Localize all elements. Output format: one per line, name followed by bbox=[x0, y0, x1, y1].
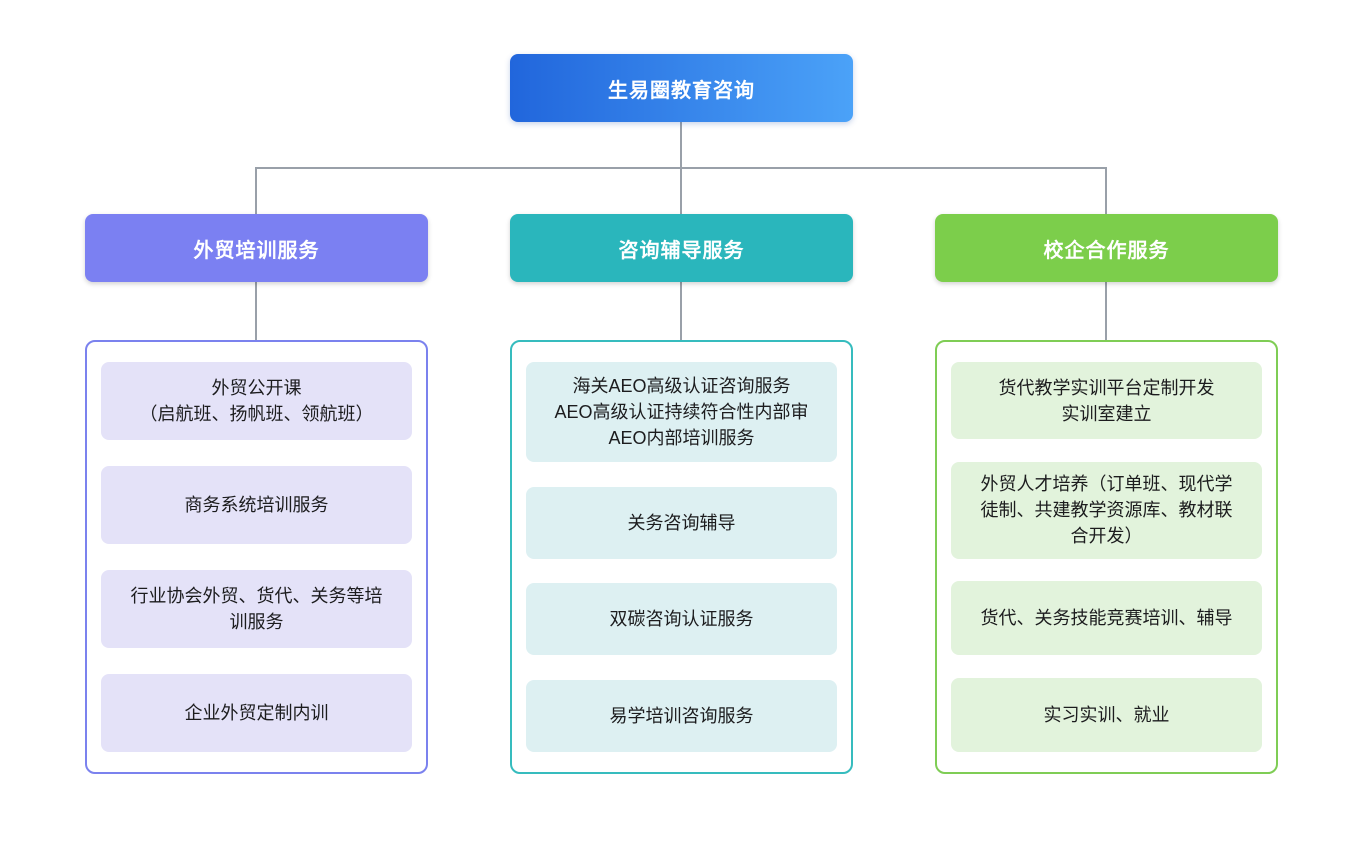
branch-header-foreign-trade-training: 外贸培训服务 bbox=[85, 214, 428, 282]
service-item: 海关AEO高级认证咨询服务 AEO高级认证持续符合性内部审 AEO内部培训服务 bbox=[526, 362, 837, 462]
connector-drop-center bbox=[680, 167, 682, 214]
branch-header-consulting-coaching: 咨询辅导服务 bbox=[510, 214, 853, 282]
connector-stub-center bbox=[680, 282, 682, 340]
service-item: 关务咨询辅导 bbox=[526, 486, 837, 559]
service-item: 行业协会外贸、货代、关务等培训服务 bbox=[101, 570, 412, 648]
branch-panel-consulting-coaching: 海关AEO高级认证咨询服务 AEO高级认证持续符合性内部审 AEO内部培训服务 … bbox=[510, 340, 853, 774]
service-item: 企业外贸定制内训 bbox=[101, 674, 412, 752]
connector-drop-right bbox=[1105, 167, 1107, 214]
service-item: 货代教学实训平台定制开发 实训室建立 bbox=[951, 362, 1262, 439]
root-node: 生易圈教育咨询 bbox=[510, 54, 853, 122]
service-item: 商务系统培训服务 bbox=[101, 466, 412, 544]
service-item: 双碳咨询认证服务 bbox=[526, 583, 837, 656]
connector-drop-left bbox=[255, 167, 257, 214]
branch-header-school-enterprise: 校企合作服务 bbox=[935, 214, 1278, 282]
service-item: 货代、关务技能竞赛培训、辅导 bbox=[951, 581, 1262, 656]
branch-panel-foreign-trade-training: 外贸公开课 （启航班、扬帆班、领航班） 商务系统培训服务 行业协会外贸、货代、关… bbox=[85, 340, 428, 774]
connector-root-stem bbox=[680, 122, 682, 168]
connector-stub-right bbox=[1105, 282, 1107, 340]
service-item: 外贸公开课 （启航班、扬帆班、领航班） bbox=[101, 362, 412, 440]
service-item: 外贸人才培养（订单班、现代学徒制、共建教学资源库、教材联合开发） bbox=[951, 461, 1262, 559]
branch-panel-school-enterprise: 货代教学实训平台定制开发 实训室建立 外贸人才培养（订单班、现代学徒制、共建教学… bbox=[935, 340, 1278, 774]
service-item: 实习实训、就业 bbox=[951, 677, 1262, 752]
connector-stub-left bbox=[255, 282, 257, 340]
service-item: 易学培训咨询服务 bbox=[526, 679, 837, 752]
